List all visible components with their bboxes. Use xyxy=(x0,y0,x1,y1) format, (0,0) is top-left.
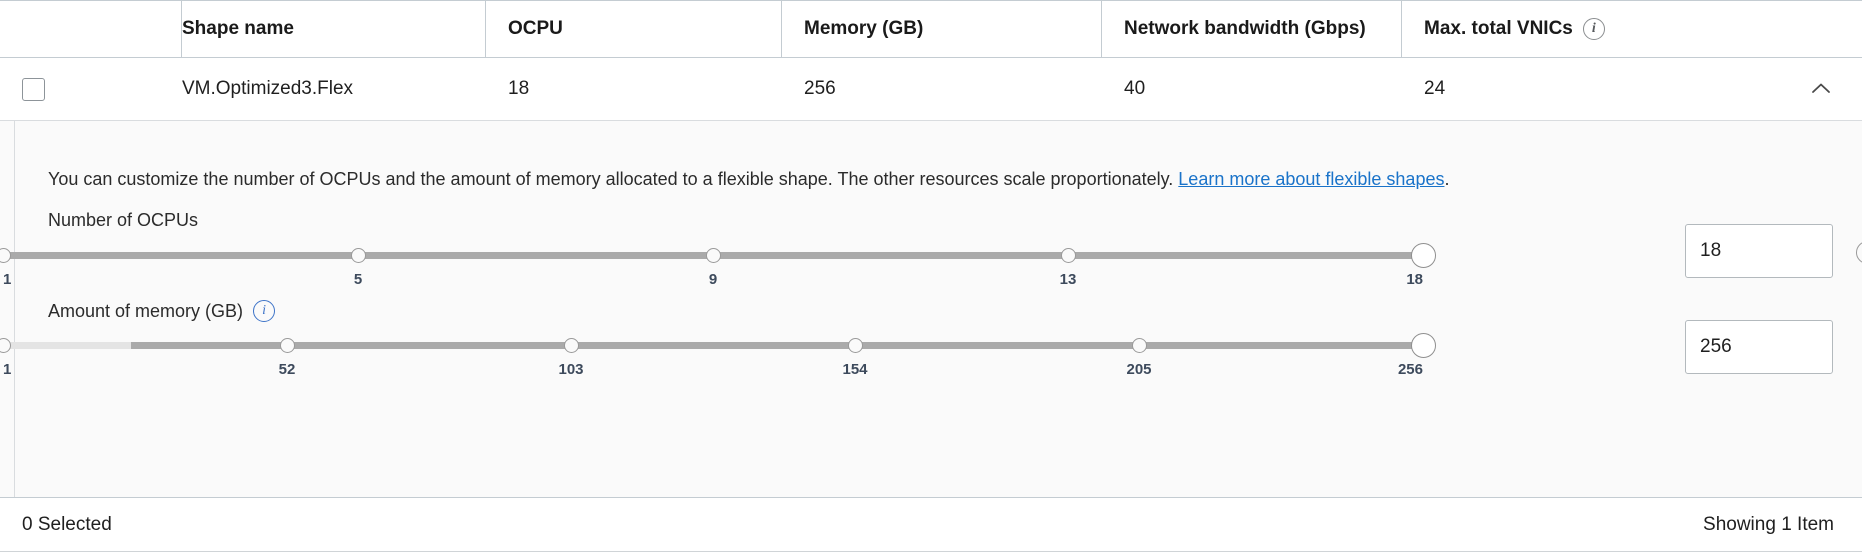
shape-config-panel-inner: You can customize the number of OCPUs an… xyxy=(0,121,1862,497)
cell-network-bandwidth: 40 xyxy=(1124,78,1146,99)
memory-slider-handle[interactable] xyxy=(1410,333,1436,358)
row-select-checkbox[interactable] xyxy=(22,77,45,101)
ocpu-slider-handle[interactable] xyxy=(1410,243,1436,268)
panel-description-text: You can customize the number of OCPUs an… xyxy=(48,169,1179,189)
ocpu-slider-label-text: Number of OCPUs xyxy=(48,210,199,230)
memory-tick-label-1: 52 xyxy=(278,361,296,378)
memory-slider-tick-1[interactable] xyxy=(279,338,295,353)
memory-slider-track-empty[interactable] xyxy=(3,342,131,349)
memory-slider[interactable] xyxy=(0,331,1436,358)
memory-slider-track[interactable] xyxy=(130,342,1423,349)
cell-ocpu: 18 xyxy=(508,78,530,99)
memory-tick-label-2: 103 xyxy=(558,361,584,378)
ocpu-slider-tick-3[interactable] xyxy=(1060,248,1076,263)
memory-slider-tick-4[interactable] xyxy=(1131,338,1147,353)
shape-config-panel: You can customize the number of OCPUs an… xyxy=(0,120,1862,498)
table-footer: 0 Selected Showing 1 Item xyxy=(0,498,1862,552)
column-header-ocpu[interactable]: OCPU xyxy=(486,0,782,58)
ocpu-tick-label-3: 13 xyxy=(1059,271,1077,288)
memory-slider-tick-2[interactable] xyxy=(563,338,579,353)
chevron-up-icon[interactable] xyxy=(1808,76,1834,102)
ocpu-value-input[interactable] xyxy=(1685,224,1833,278)
memory-slider-label: Amount of memory (GB) i xyxy=(48,300,276,322)
ocpu-slider-tick-1[interactable] xyxy=(350,248,366,263)
showing-items-label: Showing 1 Item xyxy=(1703,514,1834,535)
memory-slider-tick-3[interactable] xyxy=(847,338,863,353)
ocpu-slider[interactable] xyxy=(0,241,1436,268)
ocpu-slider-label: Number of OCPUs xyxy=(48,210,198,231)
memory-slider-label-text: Amount of memory (GB) xyxy=(48,300,244,321)
ocpu-tick-label-0: 1 xyxy=(3,271,12,288)
column-header-max-total-vnics[interactable]: Max. total VNICs i xyxy=(1402,0,1862,58)
ocpu-slider-tick-0[interactable] xyxy=(0,248,11,263)
ocpu-slider-tick-2[interactable] xyxy=(705,248,721,263)
table-header-row: Shape name OCPU Memory (GB) Network band… xyxy=(0,0,1862,58)
column-header-ocpu-label: OCPU xyxy=(508,18,563,39)
memory-slider-tick-labels: 1 52 103 154 205 256 xyxy=(3,361,1423,383)
column-header-network-bandwidth-label: Network bandwidth (Gbps) xyxy=(1124,18,1366,39)
memory-tick-label-0: 1 xyxy=(3,361,12,378)
panel-description-tail: . xyxy=(1444,169,1450,189)
cell-max-total-vnics-value: 24 xyxy=(1424,78,1446,99)
cell-max-total-vnics: 24 xyxy=(1402,58,1862,120)
selected-count-label: 0 Selected xyxy=(22,514,112,535)
cell-shape-name: VM.Optimized3.Flex xyxy=(182,78,354,99)
column-header-memory[interactable]: Memory (GB) xyxy=(782,0,1102,58)
memory-value-input[interactable] xyxy=(1685,320,1833,374)
column-header-shape-name-label: Shape name xyxy=(182,18,294,39)
column-header-shape-name[interactable]: Shape name xyxy=(182,0,486,58)
learn-more-link[interactable]: Learn more about flexible shapes xyxy=(1178,169,1445,189)
column-header-memory-label: Memory (GB) xyxy=(804,18,924,39)
memory-slider-tick-0[interactable] xyxy=(0,338,11,353)
info-icon[interactable]: i xyxy=(253,300,276,322)
memory-tick-label-4: 205 xyxy=(1126,361,1152,378)
column-header-max-total-vnics-label: Max. total VNICs xyxy=(1424,18,1573,39)
memory-tick-label-3: 154 xyxy=(842,361,868,378)
ocpu-slider-tick-labels: 1 5 9 13 18 xyxy=(3,271,1423,293)
cell-memory: 256 xyxy=(804,78,836,99)
column-header-network-bandwidth[interactable]: Network bandwidth (Gbps) xyxy=(1102,0,1402,58)
ocpu-tick-label-1: 5 xyxy=(353,271,363,288)
ocpu-tick-label-2: 9 xyxy=(708,271,718,288)
panel-description: You can customize the number of OCPUs an… xyxy=(48,169,1449,190)
info-icon[interactable]: i xyxy=(1582,18,1605,40)
row-checkbox-cell xyxy=(0,58,182,120)
table-row[interactable]: VM.Optimized3.Flex 18 256 40 24 xyxy=(0,58,1862,120)
ocpu-tick-label-4: 18 xyxy=(1406,271,1423,288)
column-header-checkbox xyxy=(0,0,182,58)
memory-tick-label-5: 256 xyxy=(1397,361,1423,378)
